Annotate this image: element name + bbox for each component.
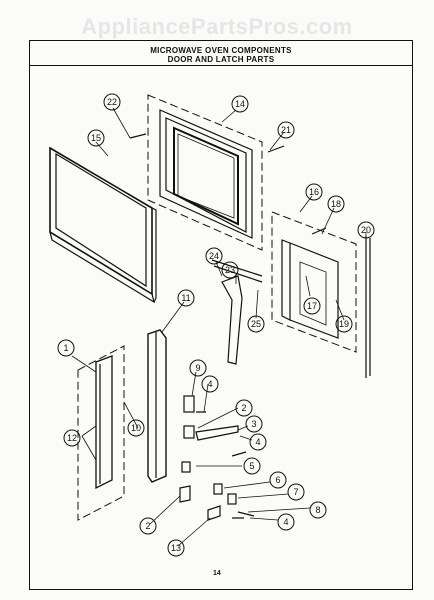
watermark: AppliancePartsPros.com	[81, 14, 353, 39]
door-inner-panel	[159, 109, 253, 239]
callout-label-13: 13	[171, 543, 181, 553]
callout-label-2: 2	[241, 403, 246, 413]
callout-label-6: 6	[275, 475, 280, 485]
callout-label-1: 1	[63, 343, 68, 353]
callout-label-17: 17	[307, 301, 317, 311]
diagram-frame	[29, 40, 413, 590]
switch-7	[227, 493, 237, 505]
latch-rod	[365, 236, 371, 378]
callout-label-8: 8	[315, 505, 320, 515]
callout-label-21: 21	[281, 125, 291, 135]
callout-label-14: 14	[235, 99, 245, 109]
bracket-5	[181, 461, 191, 473]
callout-label-2: 2	[145, 521, 150, 531]
callout-label-3: 3	[251, 419, 256, 429]
switch-6	[213, 483, 223, 495]
diagram-title: MICROWAVE OVEN COMPONENTS	[150, 46, 292, 55]
actuator-3	[195, 425, 239, 441]
callout-label-15: 15	[91, 133, 101, 143]
latch-assembly-boundary	[271, 211, 357, 353]
callout-label-23: 23	[225, 265, 235, 275]
callout-label-19: 19	[339, 319, 349, 329]
callout-label-16: 16	[309, 187, 319, 197]
callout-label-4: 4	[283, 517, 288, 527]
part-13	[207, 505, 221, 521]
callout-label-9: 9	[195, 363, 200, 373]
callout-label-10: 10	[131, 423, 141, 433]
callout-label-4: 4	[207, 379, 212, 389]
callout-circles	[57, 93, 375, 557]
callout-label-22: 22	[107, 97, 117, 107]
part-2b	[179, 485, 191, 503]
door-glass-frame	[49, 146, 153, 296]
door-panel-boundary	[147, 94, 263, 251]
callout-label-4: 4	[255, 437, 260, 447]
switch-part-9	[183, 395, 195, 413]
callout-label-12: 12	[67, 433, 77, 443]
title-box	[29, 40, 413, 66]
choke-channel	[147, 329, 167, 483]
side-plate	[95, 355, 113, 490]
callout-label-18: 18	[331, 199, 341, 209]
switch-part-2a	[183, 425, 195, 439]
latch-lever	[221, 275, 243, 365]
callout-label-5: 5	[249, 461, 254, 471]
diagram-subtitle: DOOR AND LATCH PARTS	[167, 55, 275, 64]
outer-panel-boundary	[77, 345, 125, 521]
callout-label-20: 20	[361, 225, 371, 235]
callout-label-11: 11	[181, 293, 190, 303]
callout-label-24: 24	[209, 251, 219, 261]
callout-label-25: 25	[251, 319, 261, 329]
page-number: 14	[213, 570, 221, 577]
callout-label-7: 7	[293, 487, 298, 497]
